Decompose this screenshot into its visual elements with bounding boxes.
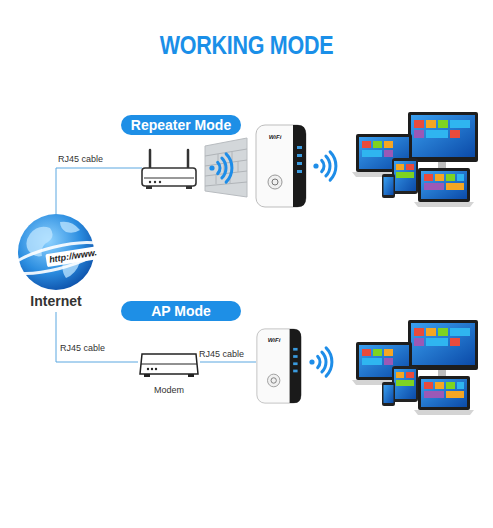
cable-label: RJ45 cable [60, 343, 105, 354]
status-led [293, 348, 297, 351]
modem-node: Modem [138, 346, 200, 400]
diagram-title: WORKING MODE [35, 30, 459, 60]
wifi-waves [309, 348, 332, 376]
wps-icon [271, 378, 276, 383]
extender-side [293, 125, 306, 207]
router-symbol [142, 150, 196, 189]
globe-node: http://www.Internet [8, 212, 104, 312]
wps-button [268, 175, 282, 189]
wifi-logo: WiFi [258, 336, 290, 345]
modem-seam [141, 364, 197, 365]
wps-button [268, 374, 280, 387]
pill-node: Repeater Mode [121, 115, 241, 135]
modem-shape [138, 346, 200, 380]
status-led [297, 146, 302, 149]
modem-foot [188, 374, 194, 377]
modem-led [147, 368, 149, 370]
status-led [293, 355, 297, 358]
status-led [293, 362, 297, 365]
cable-connector [200, 362, 256, 363]
ext-node: WiFi [255, 124, 307, 208]
cable-wire [56, 168, 142, 214]
wifi-logo: WiFi [257, 133, 293, 142]
extender-side [290, 329, 302, 403]
wall-symbol [205, 138, 247, 197]
modem-led [155, 368, 157, 370]
wifi-waves [313, 152, 336, 180]
client-devices [352, 320, 478, 415]
client-devices [352, 112, 478, 207]
extender-body [256, 125, 306, 207]
pill-node: AP Mode [121, 301, 241, 321]
globe-ring [8, 236, 104, 280]
mode-label: Repeater Mode [121, 115, 241, 135]
status-led [297, 162, 302, 165]
node-caption: Internet [8, 292, 104, 310]
wifi-waves [209, 154, 232, 182]
ext-node: WiFi [256, 328, 302, 404]
modem-body [140, 354, 198, 374]
wps-icon [272, 179, 278, 185]
cable-label: RJ45 cable [58, 154, 103, 165]
modem-foot [144, 374, 150, 377]
node-caption: Modem [138, 384, 200, 396]
mode-label: AP Mode [121, 301, 241, 321]
extender-body [257, 329, 301, 403]
modem-led [151, 368, 153, 370]
status-led [293, 370, 297, 373]
status-led [297, 154, 302, 157]
cable-label: RJ45 cable [199, 349, 244, 360]
status-led [297, 170, 302, 173]
